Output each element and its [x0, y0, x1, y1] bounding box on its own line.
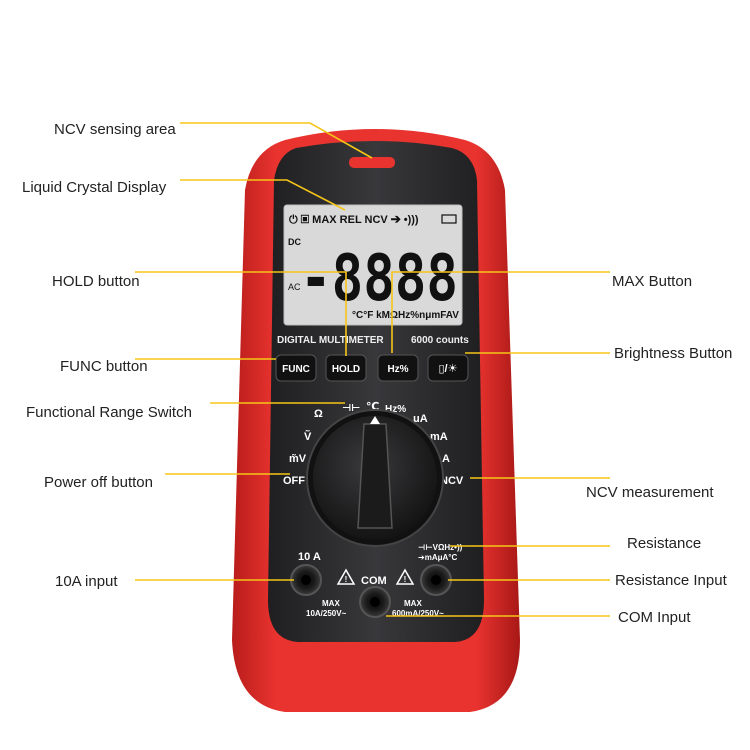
hold-button-label: HOLD	[332, 364, 360, 375]
counts-label: 6000 counts	[411, 335, 469, 346]
lcd-screen	[283, 204, 463, 326]
callout-func: FUNC button	[60, 358, 148, 375]
max-left-label: MAX	[322, 599, 340, 608]
brightness-button[interactable]: ▯/☀	[427, 354, 469, 382]
dial-ua-label: μA	[413, 413, 428, 425]
callout-resistance: Resistance	[627, 535, 702, 552]
lcd-top-icons: ⏻ ▣ MAX REL NCV ➔ •)))	[289, 213, 419, 226]
ncv-sensor	[349, 157, 395, 168]
brightness-button-label: ▯/☀	[439, 363, 458, 375]
hz-button-label: Hz%	[387, 364, 408, 375]
hz-button[interactable]: Hz%	[377, 354, 419, 382]
range-switch-knob[interactable]	[306, 409, 444, 547]
jack-com[interactable]	[359, 586, 391, 618]
dial-v-label: Ṽ	[304, 430, 312, 443]
callout-lcd: Liquid Crystal Display	[22, 179, 167, 196]
dial-off-label: OFF	[283, 475, 305, 487]
line-lcd	[180, 179, 346, 211]
lcd-ac-label: AC	[288, 282, 301, 292]
max-right-label: MAX	[404, 599, 422, 608]
callout-ncv-sensing: NCV sensing area	[54, 121, 176, 138]
dial-mv-label: m̃V	[289, 453, 307, 465]
callout-range-switch: Functional Range Switch	[26, 404, 192, 421]
jack-10a[interactable]	[290, 564, 322, 596]
lcd-dc-label: DC	[288, 237, 301, 247]
line-ncv-sensing	[180, 122, 373, 159]
dial-hz-label: Hz%	[385, 404, 406, 415]
callout-lines	[135, 122, 610, 617]
jack-right-label-bottom: ➔mAμA°C	[418, 553, 457, 562]
model-label: DIGITAL MULTIMETER	[277, 335, 384, 346]
callout-hold: HOLD button	[52, 273, 140, 290]
func-button-label: FUNC	[282, 364, 310, 375]
max-right-rating: 600mA/250V~	[392, 609, 444, 618]
jack-10a-label: 10 A	[298, 551, 321, 563]
warning-mark-left: !	[345, 575, 348, 584]
line-max	[391, 271, 610, 353]
warning-icon-left	[336, 568, 356, 585]
warning-icon-right	[395, 568, 415, 585]
battery-icon	[441, 214, 457, 224]
callout-resistance-input: Resistance Input	[615, 572, 727, 589]
callout-ncv-measure: NCV measurement	[586, 484, 714, 501]
max-left-rating: 10A/250V~	[306, 609, 347, 618]
warning-mark-right: !	[404, 575, 407, 584]
callout-com-input: COM Input	[618, 609, 691, 626]
callout-power-off: Power off button	[44, 474, 153, 491]
jack-resistance[interactable]	[420, 564, 452, 596]
dial-ma-label: mA	[430, 431, 448, 443]
jack-right-label-top: ⊣⊢VΩHz•))	[418, 543, 463, 552]
callout-brightness: Brightness Button	[614, 345, 733, 362]
line-hold	[135, 271, 347, 356]
jack-com-label: COM	[361, 575, 387, 587]
func-button[interactable]: FUNC	[275, 354, 317, 382]
dial-a-label: A	[442, 453, 450, 465]
hold-button[interactable]: HOLD	[325, 354, 367, 382]
lcd-units: °C°F kMΩHz%nμmFAV	[352, 310, 459, 321]
dial-ohm-label: Ω	[314, 408, 323, 420]
lcd-digits: -8888	[300, 242, 458, 316]
callout-max: MAX Button	[612, 273, 693, 290]
dial-ncv-label: NCV	[440, 475, 464, 487]
callout-10a-input: 10A input	[55, 573, 118, 590]
dial-cap-label: ⊣⊢	[342, 403, 360, 414]
